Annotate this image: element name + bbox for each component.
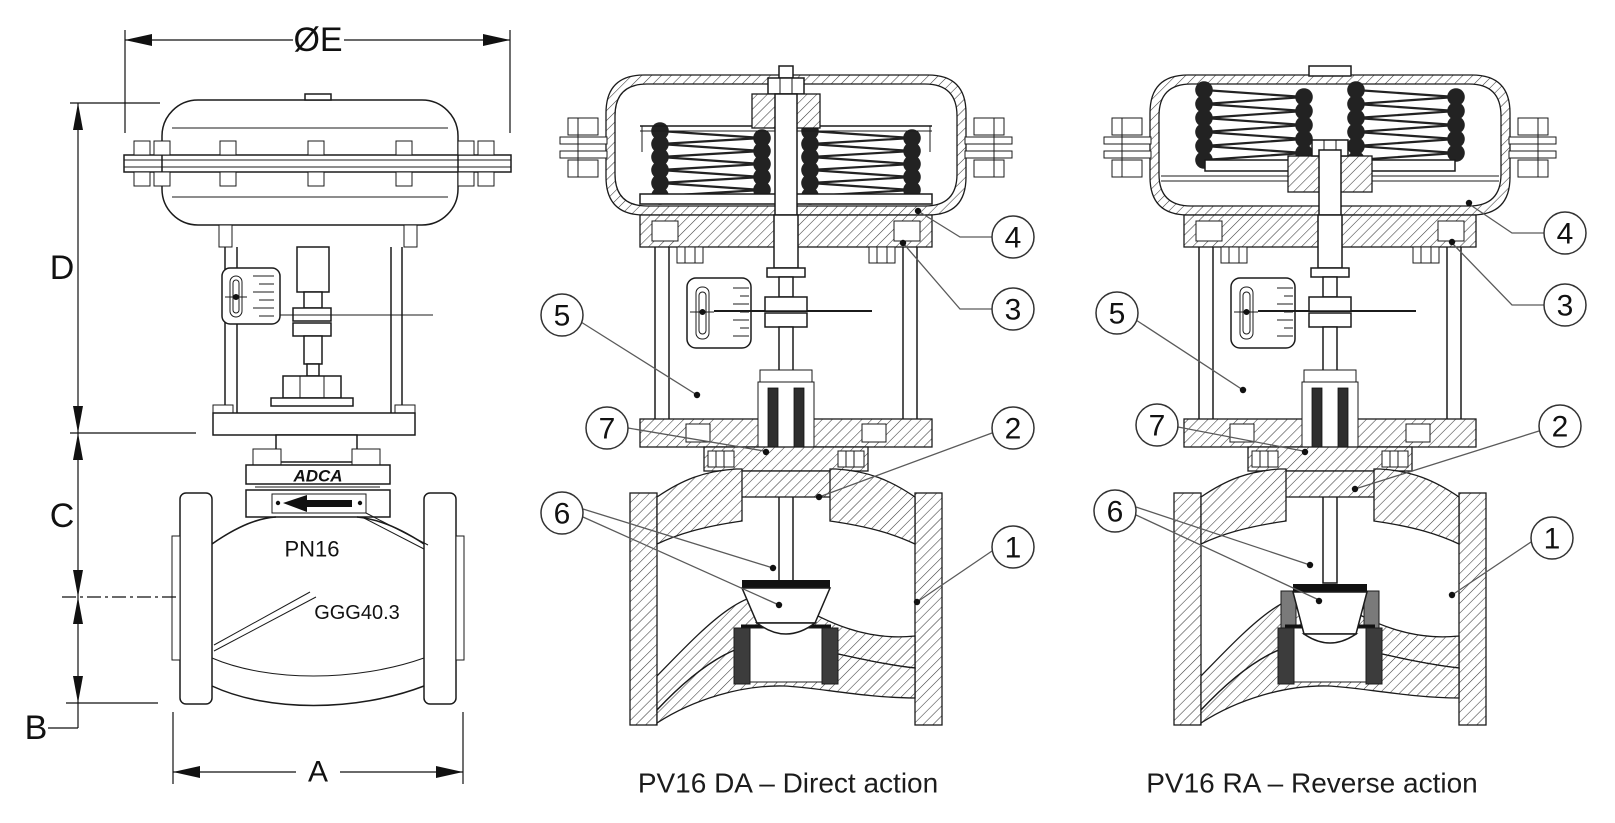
view-pv16-ra: PV16 RA – Reverse action	[1103, 65, 1557, 799]
dome-flange-bolts	[133, 140, 495, 187]
dim-face-to-face-a: A	[172, 712, 464, 789]
spring-right-da	[801, 122, 921, 205]
pn-rating-marking: PN16	[284, 537, 339, 562]
bonnet-outline	[212, 404, 416, 518]
callout-6-ra-label: 6	[1107, 496, 1124, 529]
callout-2-ra	[1538, 404, 1582, 448]
actuator-dome-outline	[161, 99, 459, 226]
seat-and-plug-da	[733, 580, 839, 685]
callout-6-ra	[1093, 489, 1137, 533]
callout-4-da-label: 4	[1005, 222, 1022, 255]
callout-7-ra	[1135, 403, 1179, 447]
callout-6-da	[540, 491, 584, 535]
callout-5-ra-label: 5	[1109, 298, 1126, 331]
callout-3-ra	[1543, 283, 1587, 327]
callout-4-da	[991, 215, 1035, 259]
callout-7-da	[585, 406, 629, 450]
dim-label-b: B	[25, 709, 48, 747]
left-view-dimensioned: PN16 GGG40.3 ADCA ØE D	[25, 21, 512, 789]
callout-1-da-label: 1	[1005, 532, 1022, 565]
stem-outline	[246, 246, 433, 407]
callout-2-ra-label: 2	[1552, 411, 1569, 444]
caption-direct-action: PV16 DA – Direct action	[638, 768, 938, 799]
seat-and-plug-ra	[1277, 584, 1383, 685]
callouts-ra: 4 3 5 7 6 2 1	[1093, 199, 1587, 605]
actuator-stem-ra	[1318, 149, 1342, 216]
callout-3-ra-label: 3	[1557, 290, 1574, 323]
flow-direction-arrow	[283, 495, 352, 512]
dim-label-d: D	[50, 249, 75, 287]
valve-body-outline	[171, 492, 465, 707]
caption-reverse-action: PV16 RA – Reverse action	[1146, 768, 1478, 799]
dome-flange-bar	[123, 154, 512, 173]
dim-label-oe: ØE	[293, 21, 342, 59]
spring-left-da	[651, 122, 771, 205]
callout-7-ra-label: 7	[1149, 410, 1166, 443]
callout-4-ra-label: 4	[1557, 218, 1574, 251]
callout-1-ra	[1530, 516, 1574, 560]
callout-2-da	[991, 406, 1035, 450]
dim-label-c: C	[50, 497, 75, 535]
callout-1-ra-label: 1	[1544, 523, 1561, 556]
dim-label-a: A	[308, 756, 328, 789]
callout-3-da-label: 3	[1005, 294, 1022, 327]
actuator-stem-da	[774, 93, 798, 216]
dim-diameter-e: ØE	[124, 21, 511, 133]
material-marking: GGG40.3	[314, 602, 400, 624]
dim-chain-dcb: D C B	[25, 102, 196, 747]
spring-right-ra	[1347, 81, 1465, 169]
callout-5-da-label: 5	[554, 300, 571, 333]
callouts-da: 4 3 5 7 6 2 1	[540, 207, 1035, 609]
travel-indicator-left	[221, 267, 281, 325]
callout-3-da	[991, 287, 1035, 331]
dome-vent-boss	[304, 93, 332, 101]
spring-left-ra	[1195, 81, 1313, 169]
callout-7-da-label: 7	[599, 413, 616, 446]
callout-5-da	[540, 293, 584, 337]
callout-4-ra	[1543, 211, 1587, 255]
callout-2-da-label: 2	[1005, 413, 1022, 446]
callout-6-da-label: 6	[554, 498, 571, 531]
callout-1-da	[991, 525, 1035, 569]
callout-5-ra	[1095, 291, 1139, 335]
view-pv16-da: PV16 DA – Direct action	[559, 65, 1013, 799]
brand-logo: ADCA	[292, 467, 342, 486]
